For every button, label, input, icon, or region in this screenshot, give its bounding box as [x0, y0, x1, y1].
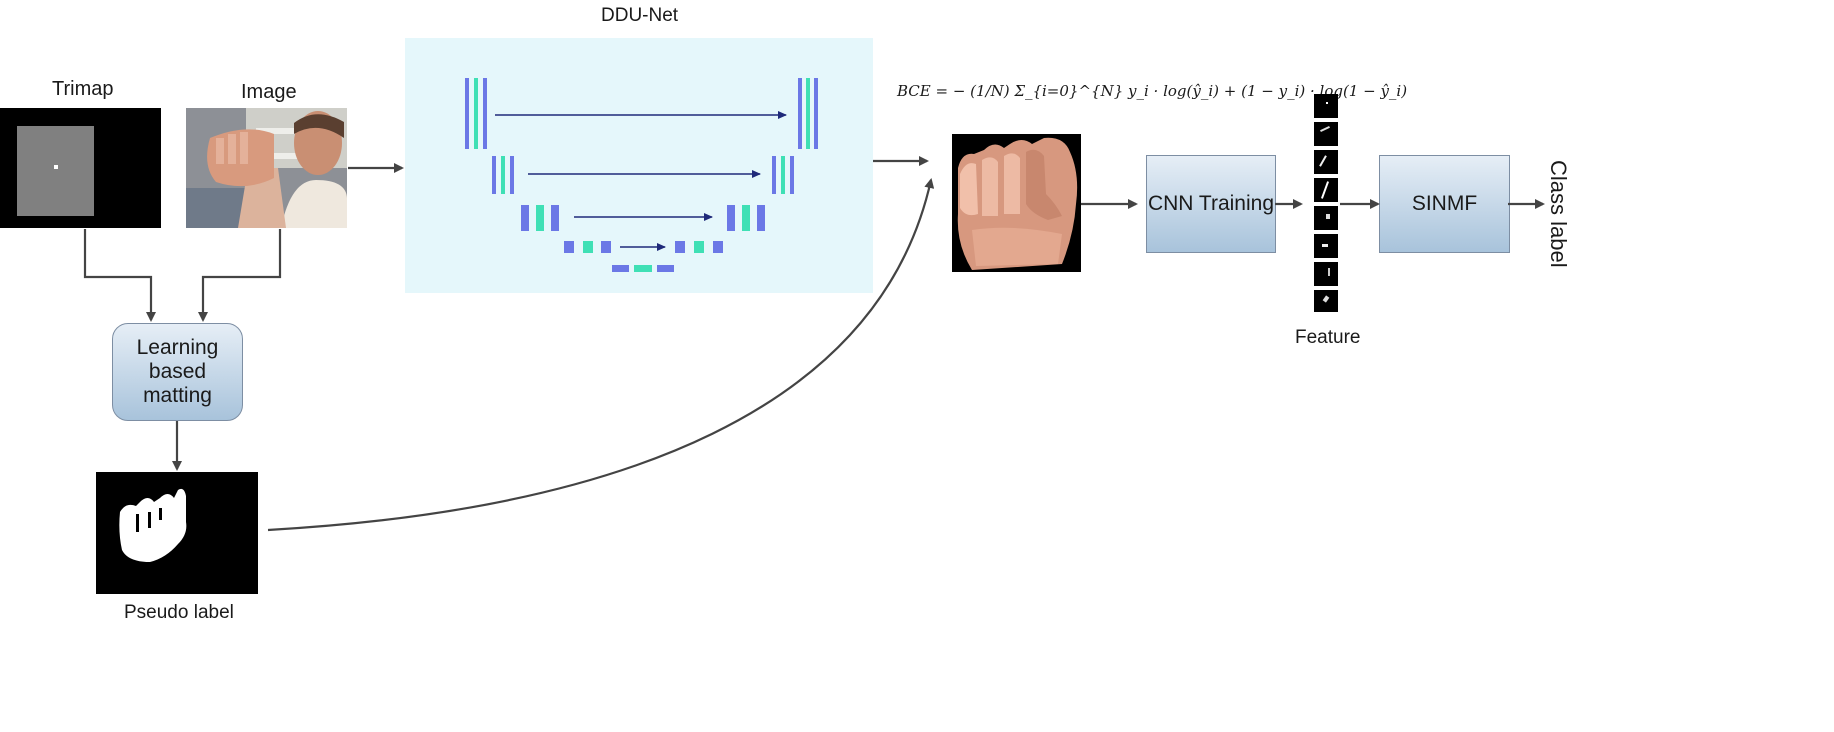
unet-level-3 — [521, 205, 765, 231]
arrow-image-to-matting — [198, 229, 282, 322]
learning-matting-label: Learning based matting — [136, 336, 219, 407]
image-label: Image — [241, 81, 297, 103]
pseudo-label-image — [96, 472, 258, 594]
mask-icon — [119, 488, 187, 562]
pseudo-label-label: Pseudo label — [124, 602, 234, 623]
unet-level-4 — [564, 241, 723, 253]
feature-map-icon — [1314, 122, 1338, 146]
feature-maps — [1314, 94, 1338, 312]
trimap-image — [0, 108, 161, 228]
feature-map-icon — [1314, 150, 1338, 174]
hand-crop-image — [952, 134, 1081, 272]
feature-map-icon — [1314, 178, 1338, 202]
feature-map-icon — [1314, 94, 1338, 118]
arrow-trimap-to-matting — [83, 229, 156, 322]
trimap-label: Trimap — [52, 78, 114, 100]
feature-map-icon — [1314, 234, 1338, 258]
unet-bottleneck — [612, 265, 674, 272]
cnn-training-label: CNN Training — [1147, 192, 1275, 215]
unet-level-1 — [465, 78, 818, 149]
sinmf-node: SINMF — [1379, 155, 1510, 253]
unet-level-2 — [492, 156, 794, 194]
feature-map-icon — [1314, 206, 1338, 230]
feature-map-icon — [1314, 290, 1338, 312]
person-photo-icon — [186, 108, 347, 228]
ddu-net-label: DDU-Net — [601, 5, 679, 26]
trimap-foreground-dot — [54, 165, 58, 169]
arrow-pseudo-to-hand — [267, 178, 935, 532]
sinmf-label: SINMF — [1411, 192, 1478, 215]
hand-photo-icon — [957, 137, 1078, 270]
cnn-training-node: CNN Training — [1146, 155, 1276, 253]
learning-matting-node: Learning based matting — [112, 323, 243, 421]
trimap-unknown-region — [17, 126, 94, 216]
feature-label: Feature — [1295, 327, 1361, 348]
bce-formula: BCE = − (1/N) Σ_{i=0}^{N} y_i · log(ŷ_i)… — [897, 82, 1408, 100]
feature-map-icon — [1314, 262, 1338, 286]
